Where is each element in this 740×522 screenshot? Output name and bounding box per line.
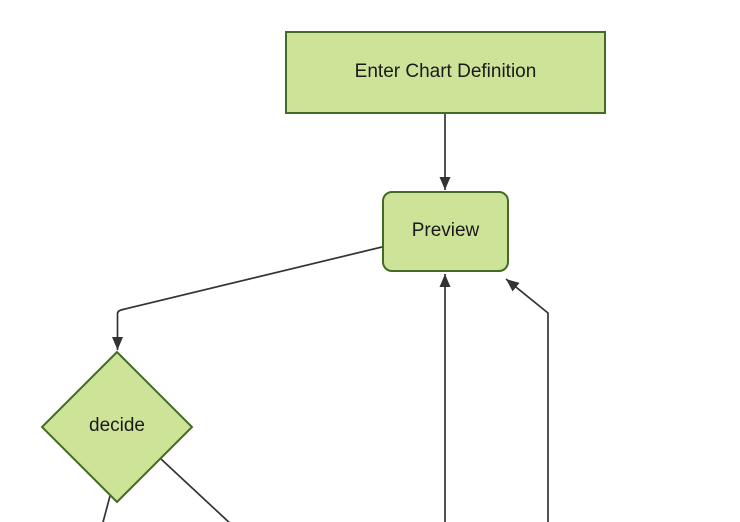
node-enter-chart-definition-label: Enter Chart Definition <box>354 61 537 83</box>
edge-offscreen-right-to-preview <box>505 278 549 522</box>
edge-decide-to-offscreen-right <box>160 458 230 522</box>
node-decide-label: decide <box>89 415 145 436</box>
node-preview-label: Preview <box>411 220 480 242</box>
edge-preview-to-decide <box>112 246 383 350</box>
node-preview: Preview <box>382 191 509 272</box>
edge-decide-to-offscreen-left <box>102 495 111 522</box>
node-enter-chart-definition: Enter Chart Definition <box>285 31 606 114</box>
